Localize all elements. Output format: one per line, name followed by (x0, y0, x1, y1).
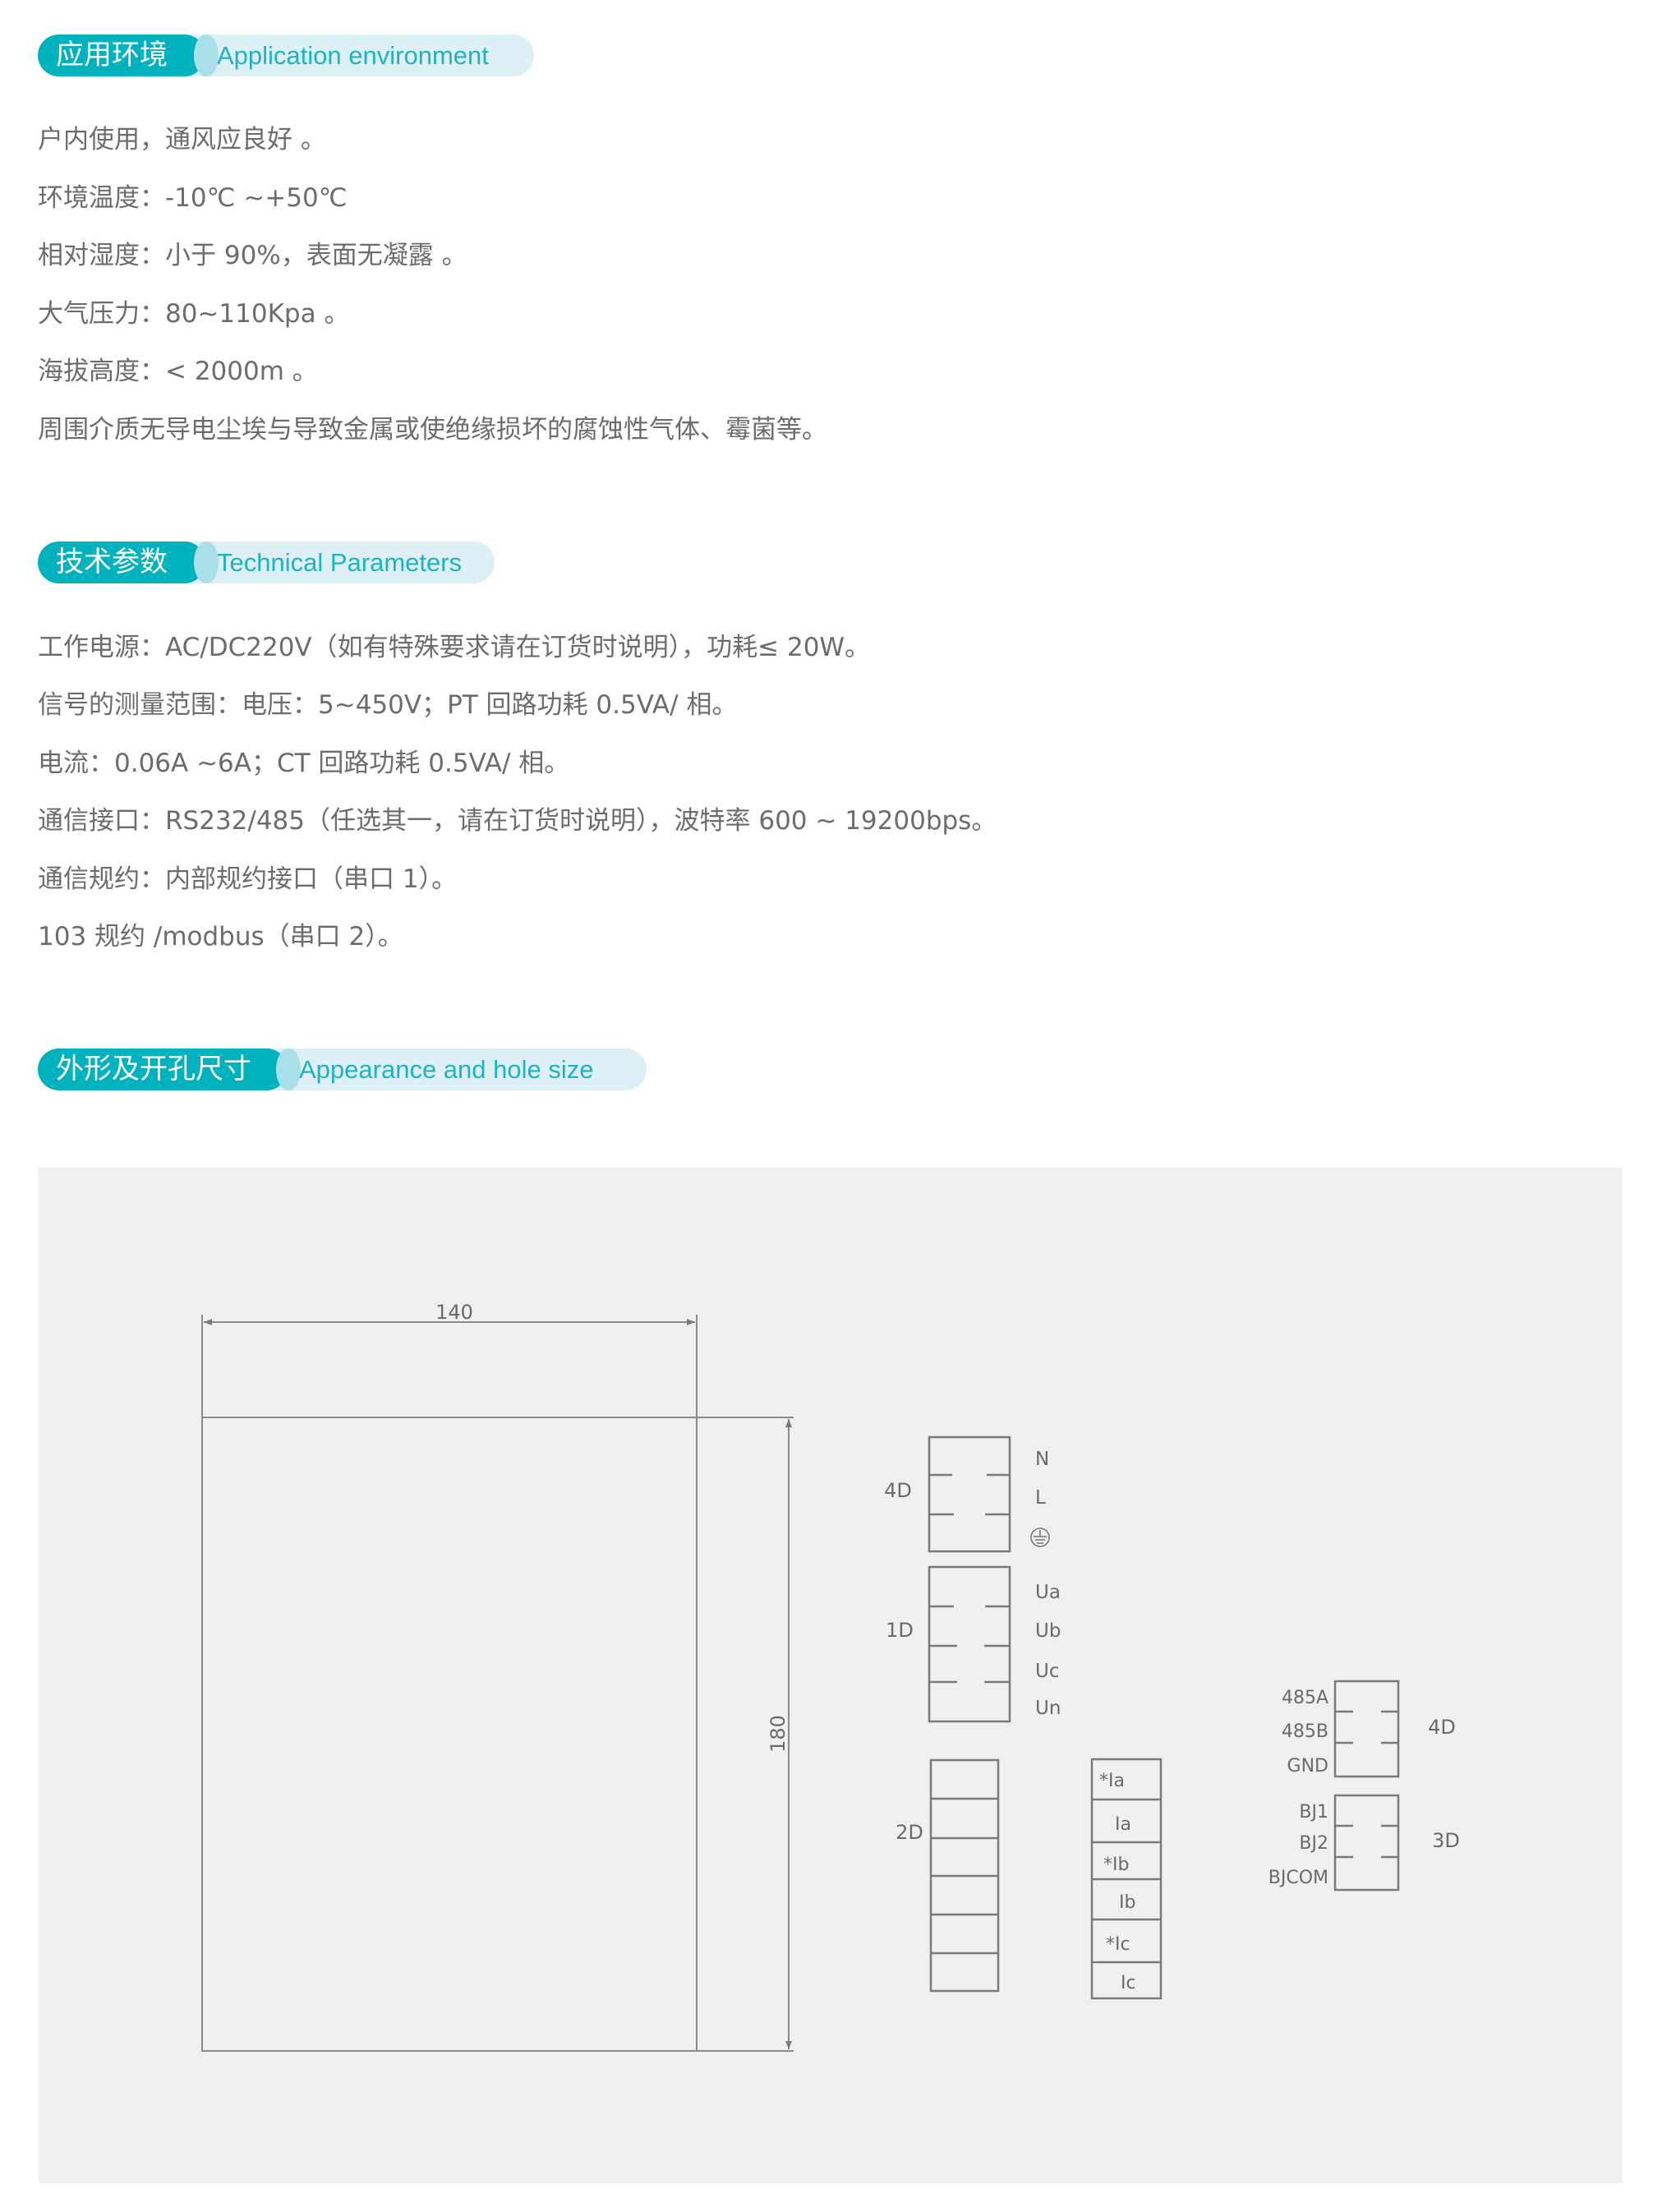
section-title-en: Appearance and hole size (243, 1048, 647, 1090)
section-title-en: Application environment (161, 35, 534, 76)
pin-label: 485B (1282, 1721, 1328, 1742)
pin-label: *Ib (1103, 1855, 1129, 1875)
badge-overlap-decoration (194, 541, 219, 583)
tech-line-comm-interface: 通信接口：RS232/485（任选其一，请在订货时说明），波特率 600 ~ 1… (38, 806, 997, 836)
pin-label: *Ia (1099, 1771, 1125, 1791)
pin-label: 485A (1282, 1688, 1328, 1708)
dimension-diagram-panel: 140 180 (39, 1168, 1622, 2183)
pin-label: N (1035, 1449, 1049, 1470)
pin-label: Ub (1035, 1620, 1061, 1642)
pin-label: Ua (1035, 1582, 1061, 1603)
power-block-label: 4D (884, 1479, 912, 1502)
env-line-humidity: 相对湿度：小于 90%，表面无凝露 。 (38, 241, 467, 270)
ground-icon (1030, 1528, 1050, 1547)
tech-line-power: 工作电源：AC/DC220V（如有特殊要求请在订货时说明），功耗≤ 20W。 (38, 633, 871, 662)
env-line-indoor: 户内使用，通风应良好 。 (38, 125, 326, 154)
pin-label: GND (1287, 1756, 1328, 1777)
front-panel-outline (201, 1417, 698, 2052)
pin-label: Uc (1035, 1661, 1059, 1682)
width-label: 140 (435, 1301, 473, 1324)
pin-label: BJ1 (1299, 1802, 1328, 1823)
pin-label: BJCOM (1269, 1868, 1328, 1888)
pin-label: BJ2 (1299, 1833, 1328, 1854)
env-line-medium: 周围介质无导电尘埃与导致金属或使绝缘损坏的腐蚀性气体、霉菌等。 (38, 415, 827, 445)
badge-overlap-decoration (194, 35, 219, 76)
pin-label: Ib (1119, 1892, 1135, 1913)
tech-line-modbus: 103 规约 /modbus（串口 2）。 (38, 922, 403, 952)
terminal-block-power (928, 1435, 1011, 1553)
terminal-block-comm (1333, 1680, 1400, 1778)
block-2d-label: 2D (896, 1821, 923, 1844)
env-line-pressure: 大气压力：80~110Kpa 。 (38, 299, 350, 329)
badge-overlap-decoration (276, 1048, 301, 1090)
terminal-block-alarm (1333, 1794, 1400, 1892)
env-line-altitude: 海拔高度：< 2000m 。 (38, 357, 318, 386)
section-title-cn: 外形及开孔尺寸 (38, 1048, 288, 1090)
env-line-temperature: 环境温度：-10℃ ~+50℃ (38, 183, 348, 213)
dimension-diagram: 140 180 (201, 1301, 1460, 2052)
tech-line-comm-protocol: 通信规约：内部规约接口（串口 1）。 (38, 864, 458, 894)
comm-block-label: 4D (1428, 1716, 1456, 1739)
terminal-block-voltage (928, 1565, 1011, 1723)
tech-line-voltage-range: 信号的测量范围：电压：5~450V；PT 回路功耗 0.5VA/ 相。 (38, 690, 738, 720)
height-label: 180 (767, 1715, 790, 1753)
section-title-cn: 应用环境 (38, 35, 205, 76)
alarm-block-label: 3D (1432, 1829, 1460, 1852)
pin-label: *Ic (1106, 1934, 1130, 1955)
voltage-block-label: 1D (886, 1619, 914, 1642)
pin-label: L (1035, 1487, 1046, 1509)
pin-label: Ic (1121, 1973, 1136, 1993)
pin-label: Un (1035, 1698, 1061, 1719)
pin-label: Ia (1115, 1814, 1131, 1835)
tech-line-current-range: 电流：0.06A ~6A；CT 回路功耗 0.5VA/ 相。 (38, 749, 570, 778)
section-title-cn: 技术参数 (38, 541, 205, 583)
